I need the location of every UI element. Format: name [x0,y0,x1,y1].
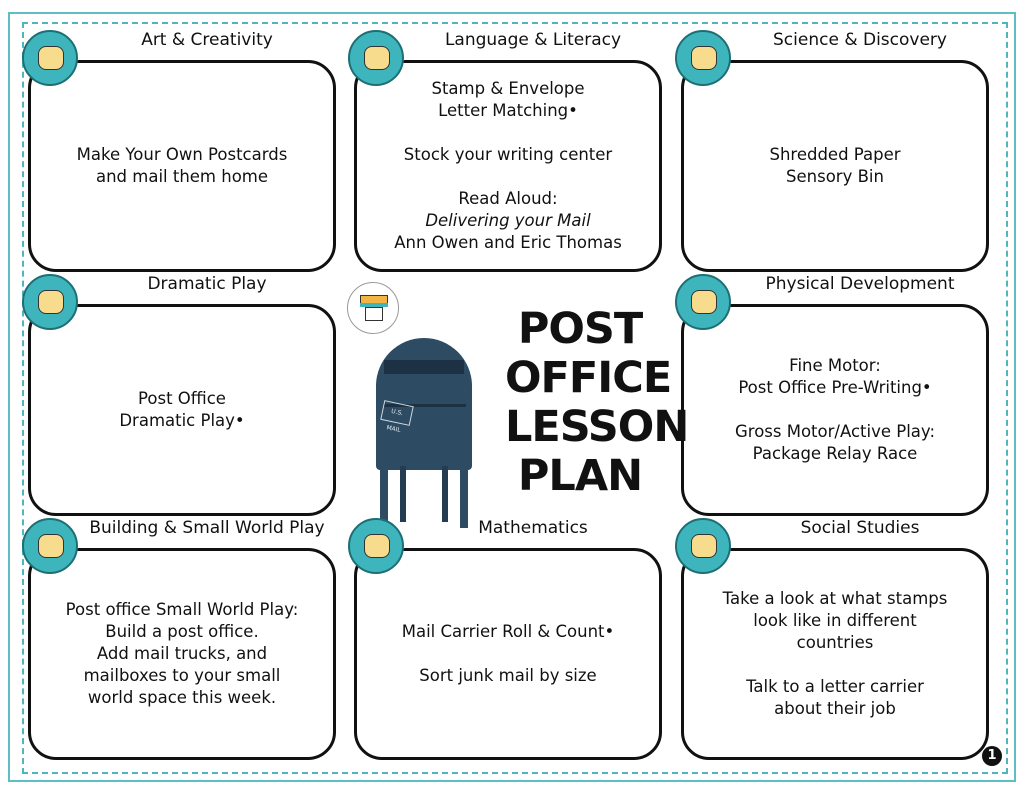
section-title: Physical Development [765,274,955,294]
section-line: Read Aloud: [458,189,558,208]
section-line: Stock your writing center [403,145,613,164]
section-line: Post office Small World Play: [65,600,299,619]
section-title: Art & Creativity [141,30,273,50]
section-line: Delivering your Mail [425,211,591,230]
abc-book-icon [348,30,404,86]
dashed-border [22,22,1008,774]
section-box: Fine Motor: Post Office Pre-Writing• Gross… [681,304,989,516]
swing-icon [675,274,731,330]
section-line: and mail them home [95,167,269,186]
section-line: Sensory Bin [786,167,884,186]
section-line: Fine Motor: [789,356,881,375]
section-line: Take a look at what stamps [722,589,948,608]
globe-icon [675,518,731,574]
section-box: Mail Carrier Roll & Count• Sort junk mail… [354,548,662,760]
title-line: OFFICE [505,353,672,403]
title-line: LESSON [505,402,689,452]
section-line: Post Office [138,389,226,408]
section-line: Add mail trucks, and [96,644,268,663]
section-box: Take a look at what stamps look like in d… [681,548,989,760]
section-box: Make Your Own Postcards and mail them hom… [28,60,336,272]
section-line: Ann Owen and Eric Thomas [394,233,622,252]
theater-curtain-icon [22,274,78,330]
section-line: Make Your Own Postcards [76,145,288,164]
section-box: Post office Small World Play: Build a pos… [28,548,336,760]
section-line: countries [796,633,874,652]
section-line: Sort junk mail by size [419,666,597,685]
mailbox-image: U.S. MAIL [372,338,476,533]
page-number: 1 [982,746,1002,766]
section-line: Talk to a letter carrier [746,677,924,696]
palette-icon [22,30,78,86]
magnet-magnifier-icon [675,30,731,86]
section-line: look like in different [753,611,917,630]
section-title: Social Studies [800,518,920,538]
section-line: world space this week. [87,688,277,707]
section-title: Science & Discovery [773,30,947,50]
section-line: Letter Matching• [438,101,578,120]
section-line: Build a post office. [105,622,259,641]
section-line: Post Office Pre-Writing• [738,378,932,397]
section-title: Mathematics [478,518,588,538]
section-line: Shredded Paper [769,145,901,164]
section-line: about their job [774,699,896,718]
page-border [8,12,1016,782]
title-line: POST [517,304,643,354]
section-line: Mail Carrier Roll & Count• [401,622,615,641]
section-title: Language & Literacy [444,30,622,50]
page-title: POST OFFICE LESSON PLAN [505,304,689,501]
dice-icon [348,518,404,574]
section-line: Stamp & Envelope [431,79,585,98]
logo [347,282,399,334]
title-line: PLAN [517,451,643,501]
section-line: Gross Motor/Active Play: [734,422,936,441]
section-title: Building & Small World Play [89,518,325,538]
section-line: mailboxes to your small [83,666,281,685]
section-line: Package Relay Race [752,444,918,463]
section-title: Dramatic Play [147,274,267,294]
blocks-icon [22,518,78,574]
section-line: Dramatic Play• [119,411,245,430]
